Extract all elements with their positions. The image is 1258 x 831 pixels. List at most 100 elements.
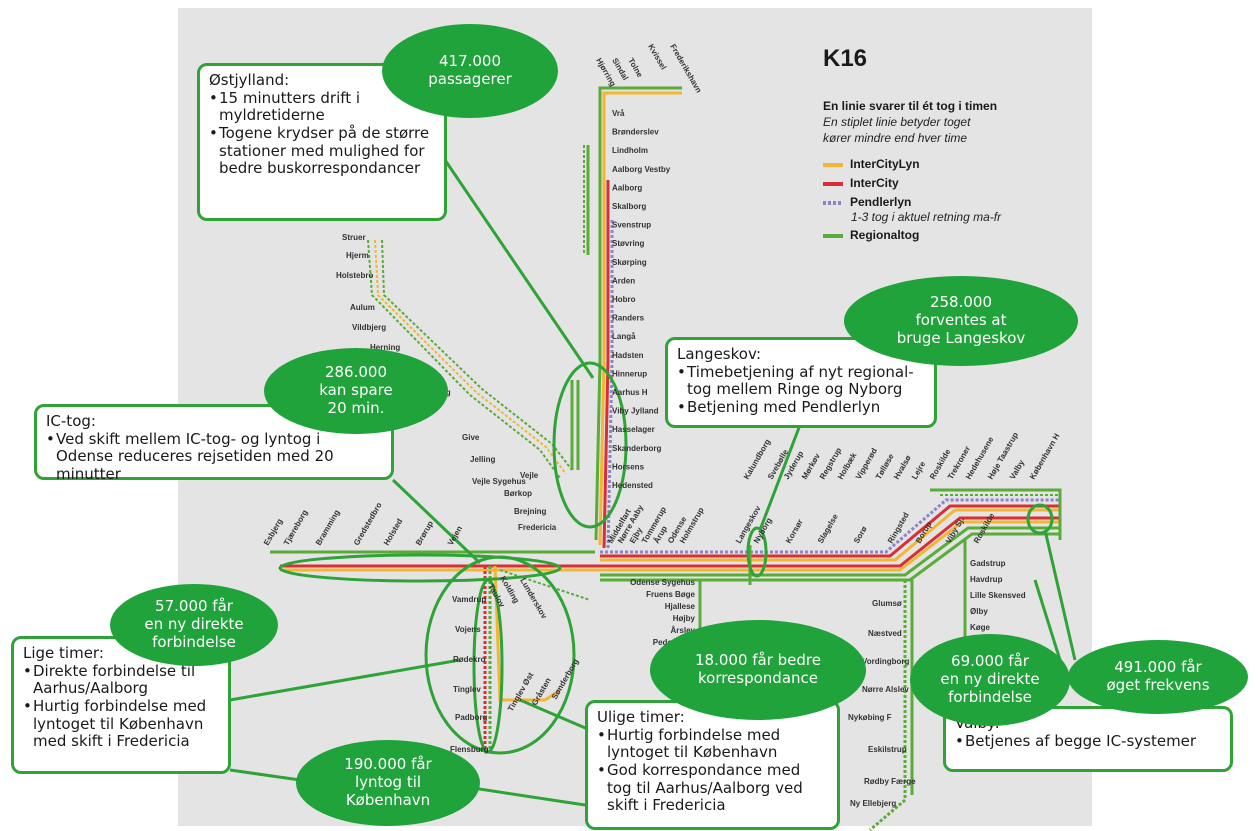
station-label: Rødby Færge <box>864 777 916 786</box>
bubble-line: kan spare <box>319 381 393 400</box>
station-label: Viby Jylland <box>612 407 659 416</box>
station-label: Hadsten <box>612 351 644 360</box>
legend-label: InterCityLyn <box>850 157 920 171</box>
bubble-line: bruge Langeskov <box>896 328 1026 347</box>
bubble-line: 57.000 får <box>155 597 233 616</box>
station-label: Struer <box>342 233 366 242</box>
callout-ulige-timer: Ulige timer: Hurtig forbindelse med lynt… <box>585 700 840 830</box>
bubble-line: København <box>345 790 431 809</box>
legend-label: Regionaltog <box>850 228 920 242</box>
station-label: Børkop <box>504 489 532 498</box>
station-label: Lille Skensved <box>970 591 1026 600</box>
callout-title: Langeskov: <box>677 345 762 363</box>
bubble-line: en ny direkte <box>144 615 244 634</box>
callout-bullet: Direkte forbindelse til Aarhus/Aalborg <box>23 662 219 698</box>
legend-item-regionaltog: Regionaltog <box>823 228 919 242</box>
legend-item-intercitylyn: InterCityLyn <box>823 157 920 171</box>
station-label: Næstved <box>868 629 902 638</box>
station-label: Årslev <box>671 626 696 635</box>
station-label: Flensburg <box>450 745 489 754</box>
callout-connectors <box>229 159 1077 807</box>
callout-langeskov: Langeskov: Timebetjening af nyt regional… <box>665 337 937 428</box>
station-label: Hobro <box>612 295 636 304</box>
bubble-line: 190.000 får <box>344 755 432 774</box>
station-label: Eskilstrup <box>868 745 907 754</box>
station-label: Vildbjerg <box>352 323 386 332</box>
station-label: Fruens Bøge <box>646 590 695 599</box>
station-label: Vejle Sygehus <box>472 477 526 486</box>
station-label: Odense Sygehus <box>630 578 695 587</box>
bubble-line: lyntog til <box>354 773 422 792</box>
station-label: Ny Ellebjerg <box>850 799 896 808</box>
station-label: Jelling <box>470 455 495 464</box>
legend-label: Pendlerlyn <box>850 195 912 209</box>
bubble-line: passagerer <box>428 70 512 88</box>
station-label: Vamdrup <box>452 595 486 604</box>
callout-bullet: Hurtig forbindelse med lyntoget til Købe… <box>23 697 219 751</box>
bubble-line: forbindelse <box>152 632 236 651</box>
bubble-line: korrespondance <box>697 669 818 687</box>
callout-title: Østjylland: <box>209 71 290 89</box>
station-label: Brønderslev <box>612 128 659 137</box>
station-label: Aalborg Vestby <box>612 165 671 174</box>
station-label: Havdrup <box>970 575 1003 584</box>
station-label: Skalborg <box>612 202 646 211</box>
station-label: Randers <box>612 314 645 323</box>
bubble-line: forventes at <box>915 311 1007 330</box>
legend-title: K16 <box>823 45 868 72</box>
legend-heading: En linie svarer til ét tog i timen <box>823 99 998 113</box>
station-label: Aulum <box>350 303 375 312</box>
station-label: Horsens <box>612 462 645 471</box>
callout-lige-timer: Lige timer: Direkte forbindelse til Aarh… <box>11 636 231 774</box>
station-label: Rødekro <box>453 655 486 664</box>
bubble-line: 258.000 <box>929 293 992 312</box>
station-label: Herning <box>370 343 400 352</box>
callout-valby: Valby: Betjenes af begge IC-systemer <box>943 706 1233 772</box>
bubble-line: 20 min. <box>327 398 385 417</box>
station-label: Langå <box>612 332 636 341</box>
legend-note-2: kører mindre end hver time <box>823 131 968 145</box>
station-label: Tinglev <box>453 685 481 694</box>
station-label: Skanderborg <box>612 444 661 453</box>
bubble-line: øget frekvens <box>1106 676 1210 694</box>
callout-bullet: Hurtig forbindelse med lyntoget til Købe… <box>597 726 828 762</box>
callout-ic-tog: IC-tog: Ved skift mellem IC-tog- og lynt… <box>34 404 394 483</box>
callout-bullet: Ved skift mellem IC-tog- og lyntog i Ode… <box>46 430 382 484</box>
legend-note-1: En stiplet linie betyder toget <box>823 115 971 129</box>
station-label: Køge <box>970 623 991 632</box>
station-label: Ølby <box>970 607 988 616</box>
legend-item-intercity: InterCity <box>823 176 899 190</box>
station-label: Hedensted <box>612 481 653 490</box>
station-label: Støvring <box>612 239 645 248</box>
station-label: Nørre Alslev <box>862 685 909 694</box>
station-label: Svenstrup <box>612 221 651 230</box>
station-label: Vejle <box>520 471 539 480</box>
bubble-line: 18.000 får bedre <box>695 651 821 670</box>
callout-title: Lige timer: <box>23 644 104 662</box>
station-label: Padborg <box>455 713 488 722</box>
station-label: Fredericia <box>518 523 557 532</box>
station-label: Gadstrup <box>970 559 1006 568</box>
station-label: Glumsø <box>872 599 902 608</box>
bubble-line: 417.000 <box>438 52 502 71</box>
station-label: Holstebro <box>336 271 373 280</box>
legend-pendlerlyn-note: 1-3 tog i aktuel retning ma-fr <box>851 210 1002 224</box>
legend-swatch <box>823 200 843 205</box>
station-label: Højby <box>673 614 696 623</box>
callout-title: IC-tog: <box>46 412 96 430</box>
line-frederikshavn-fredericia <box>570 86 682 551</box>
bubble-line: en ny direkte <box>940 670 1040 689</box>
callout-bullet: Timebetjening af nyt regional-tog mellem… <box>677 363 925 399</box>
station-label: Brejning <box>514 507 547 516</box>
bubble-line: forbindelse <box>948 687 1032 706</box>
station-label: Vrå <box>612 109 625 118</box>
legend-swatch <box>823 162 843 167</box>
